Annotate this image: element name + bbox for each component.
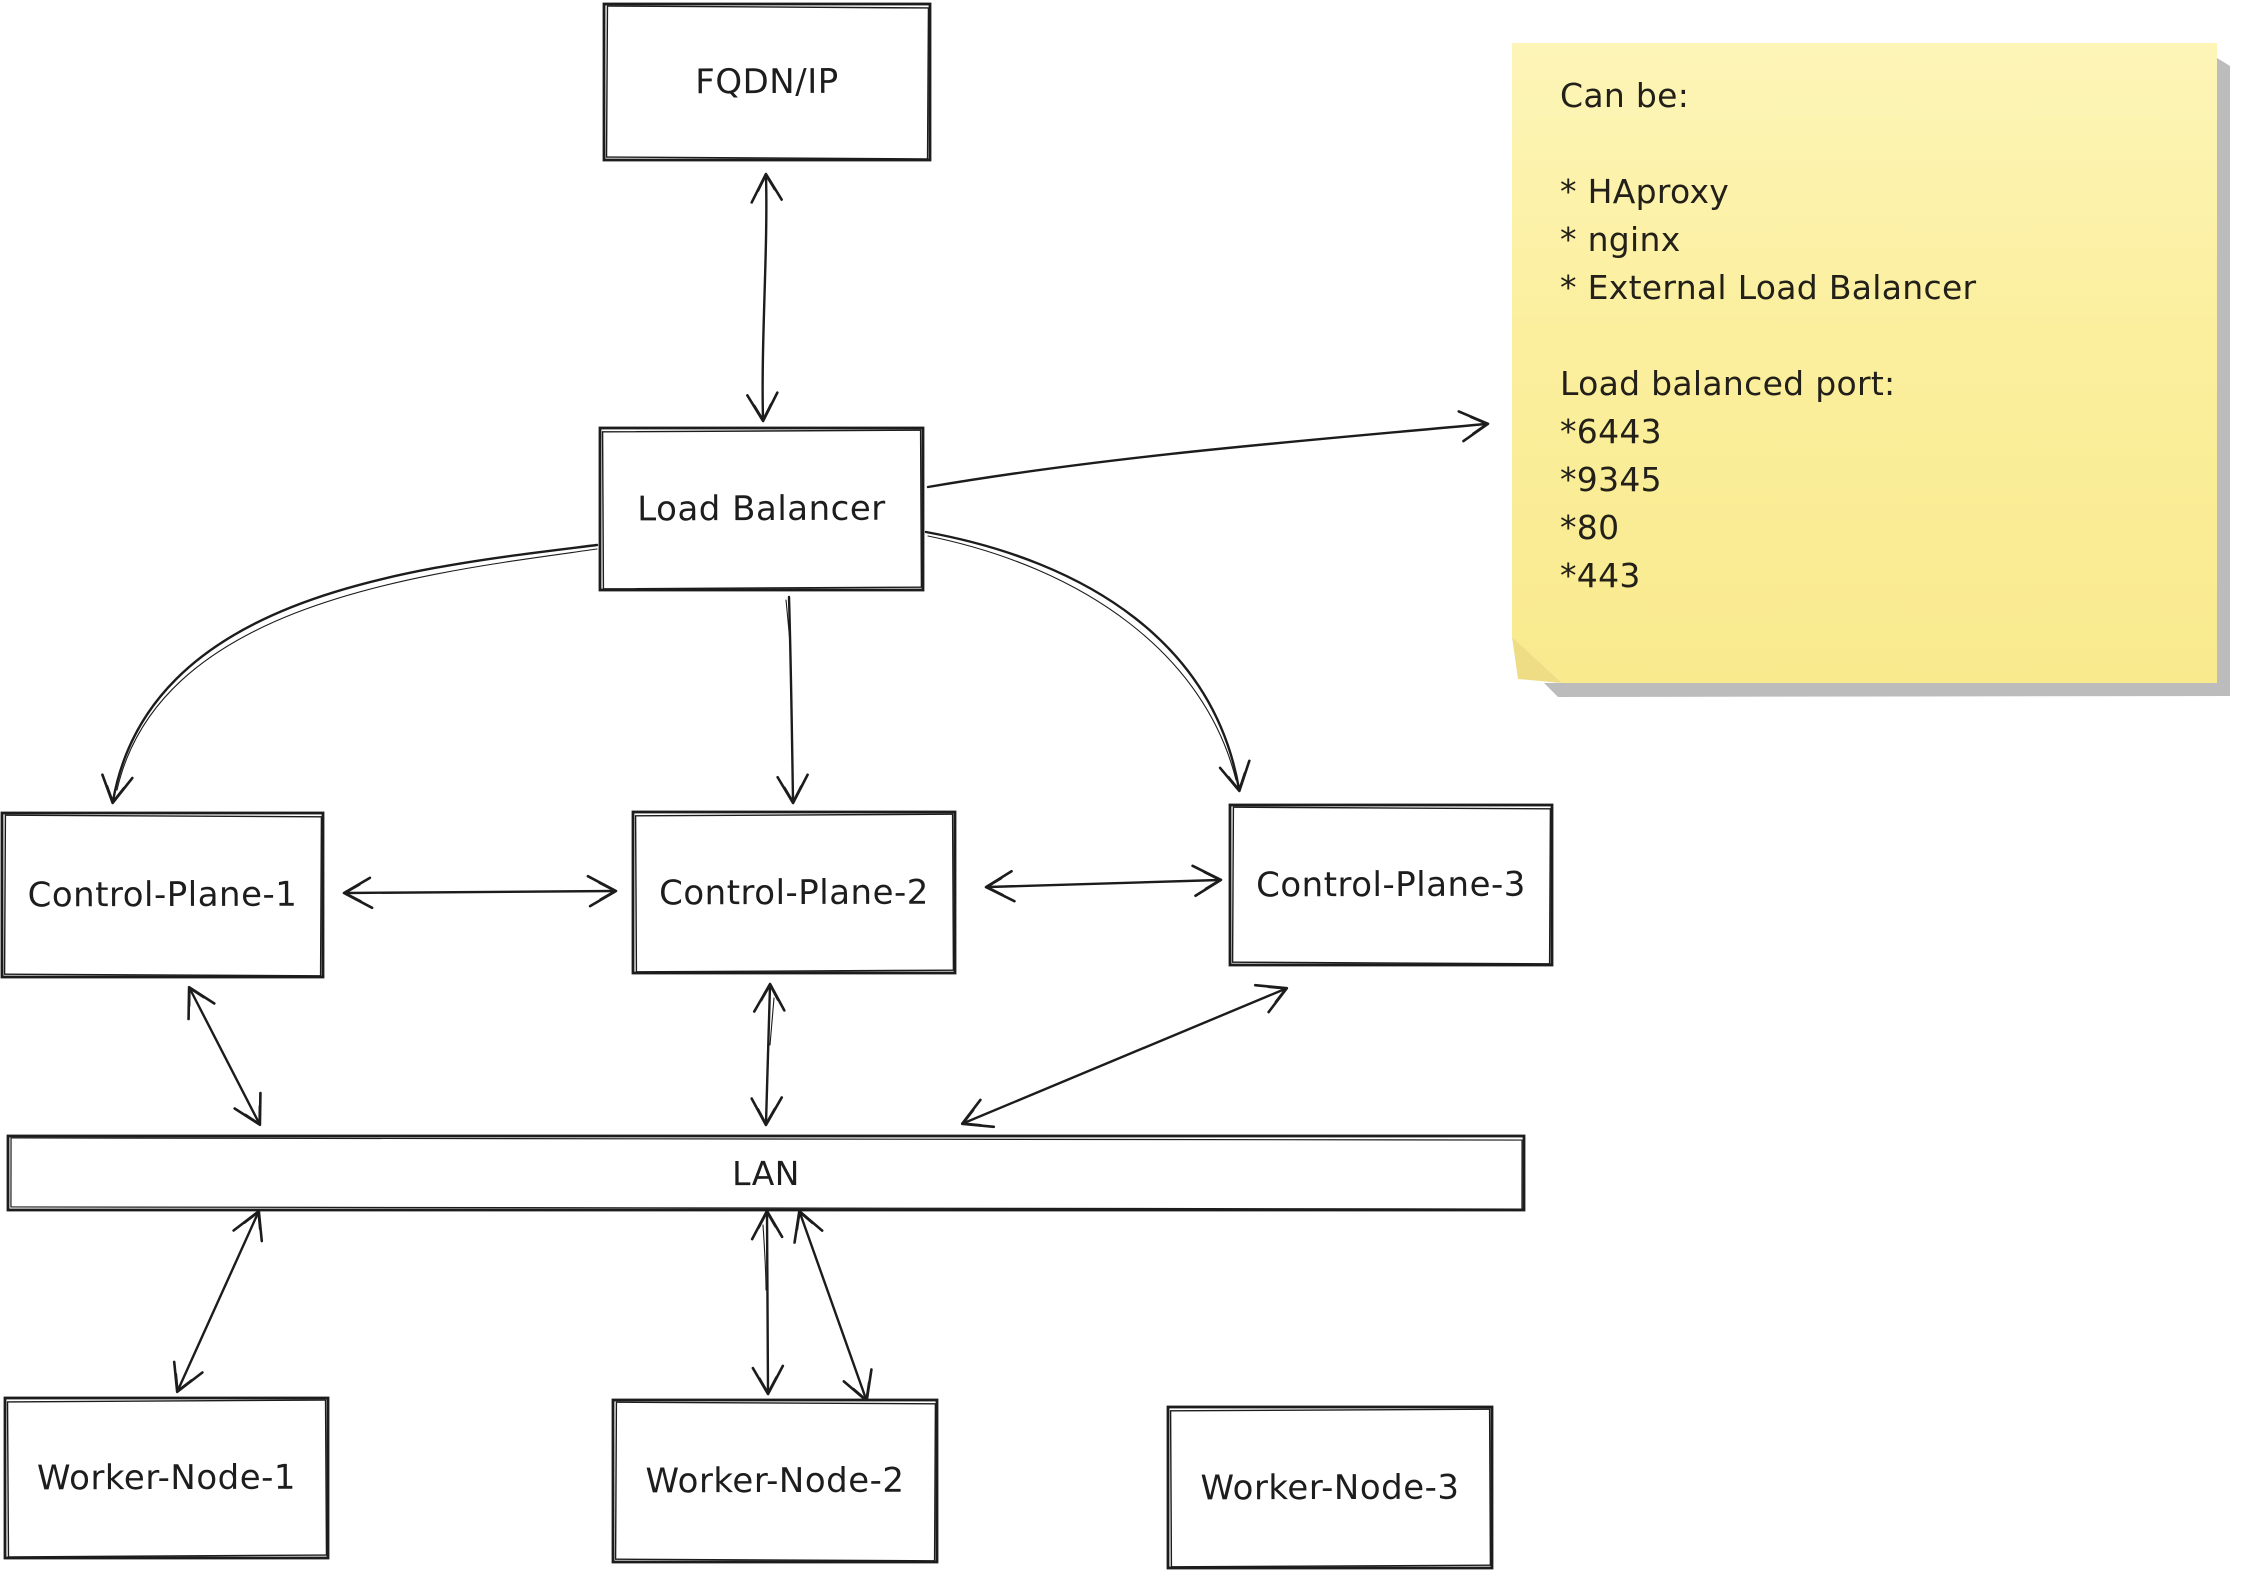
note-line: *80 bbox=[1560, 508, 1620, 547]
node-box-fqdn bbox=[602, 2, 932, 162]
note-line: Load balanced port: bbox=[1560, 364, 1896, 403]
sticky-note-shadow-bottom bbox=[1544, 680, 2230, 697]
node-label-control-plane-2: Control-Plane-2 bbox=[659, 872, 929, 913]
edge-load-balancer-control-plane-1 bbox=[101, 543, 599, 805]
node-label-control-plane-3: Control-Plane-3 bbox=[1256, 864, 1526, 906]
sticky-note bbox=[1512, 43, 2230, 697]
node-box-lan bbox=[6, 1134, 1526, 1212]
edge-control-plane-2-lan bbox=[750, 982, 786, 1127]
note-line: *443 bbox=[1560, 556, 1641, 595]
note-line: * HAproxy bbox=[1560, 172, 1730, 211]
note-line: Can be: bbox=[1560, 76, 1690, 115]
node-label-fqdn: FQDN/IP bbox=[695, 61, 839, 103]
sticky-note-paper bbox=[1512, 43, 2217, 683]
edge-lan-worker-node-1 bbox=[172, 1209, 264, 1394]
edge-control-plane-1-lan bbox=[187, 985, 262, 1127]
note-line: *9345 bbox=[1560, 460, 1662, 499]
note-line: *6443 bbox=[1560, 412, 1662, 451]
sticky-note-shadow-right bbox=[2217, 58, 2230, 688]
node-box-control-plane-2 bbox=[631, 810, 957, 975]
node-label-worker-node-2: Worker-Node-2 bbox=[645, 1460, 905, 1502]
note-line bbox=[1560, 312, 2190, 360]
node-box-worker-node-2 bbox=[611, 1398, 939, 1564]
edge-load-balancer-control-plane-3 bbox=[924, 530, 1251, 793]
note-line bbox=[1560, 120, 2190, 168]
node-label-worker-node-3: Worker-Node-3 bbox=[1200, 1467, 1460, 1508]
edge-control-plane-3-lan bbox=[960, 983, 1289, 1129]
edge-lan-worker-node-3 bbox=[793, 1209, 873, 1403]
node-label-lan: LAN bbox=[731, 1153, 801, 1193]
edge-load-balancer-note bbox=[926, 410, 1490, 489]
node-box-worker-node-1 bbox=[3, 1396, 330, 1560]
sticky-note-text: Can be: * HAproxy * nginx * External Loa… bbox=[1560, 72, 2190, 600]
node-label-load-balancer: Load Balancer bbox=[637, 488, 886, 530]
note-line: * External Load Balancer bbox=[1560, 268, 1977, 307]
edge-control-plane-2-control-plane-3 bbox=[984, 864, 1223, 903]
edge-control-plane-1-control-plane-2 bbox=[342, 874, 618, 910]
node-box-control-plane-1 bbox=[0, 811, 325, 979]
node-label-worker-node-1: Worker-Node-1 bbox=[36, 1457, 297, 1499]
edge-load-balancer-control-plane-2 bbox=[776, 595, 809, 805]
sticky-note-fold bbox=[1512, 637, 1562, 683]
note-line: * nginx bbox=[1560, 220, 1681, 259]
node-box-load-balancer bbox=[598, 426, 925, 592]
edge-fqdn-load-balancer bbox=[746, 172, 783, 423]
edge-lan-worker-node-2 bbox=[750, 1209, 785, 1396]
node-box-worker-node-3 bbox=[1166, 1405, 1494, 1570]
node-box-control-plane-3 bbox=[1228, 803, 1554, 967]
node-label-control-plane-1: Control-Plane-1 bbox=[27, 874, 298, 916]
